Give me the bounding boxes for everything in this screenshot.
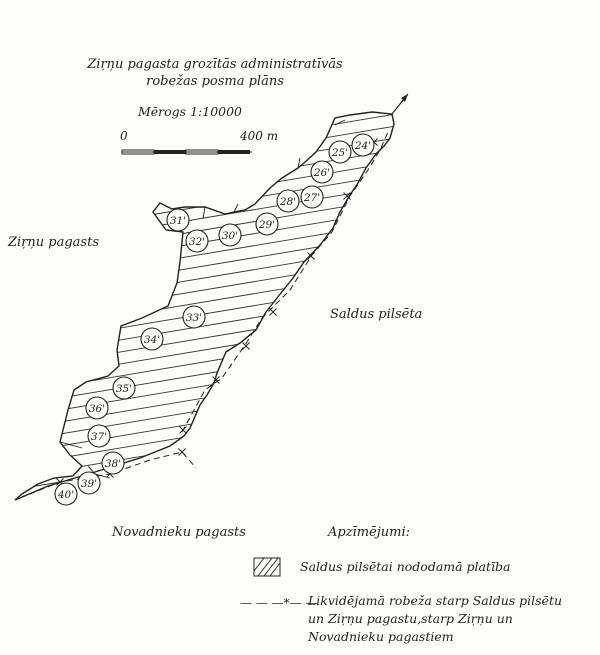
parcel-circle [54, 482, 78, 506]
parcel-circle [276, 189, 300, 213]
parcel-circle [185, 229, 209, 253]
parcel-circle [310, 160, 334, 184]
parcel-circle [351, 133, 375, 157]
parcel-divisions [59, 119, 346, 479]
parcel-circle [255, 212, 279, 236]
boundary-cross-mark [269, 308, 277, 316]
legend-line-text-1: Likvidējamā robeža starp Saldus pilsētu [307, 593, 562, 608]
parcel-number: 39' [81, 478, 97, 490]
label-novadnieku-pagasts: Novadnieku pagasts [111, 525, 246, 540]
parcel-circle [101, 451, 125, 475]
parcel-number: 24' [354, 140, 371, 152]
legend-line-text-3: Novadnieku pagastiem [307, 629, 454, 644]
parcel-markers: 24' 25'26' 27' 28' 29' 30' 31'32' 33' 34' 35' 36' 3… [54, 133, 375, 506]
legend-hatched-area-text: Saldus pilsētai nododamā platība [300, 559, 510, 574]
scale-bar [121, 149, 252, 155]
parcel-circle [300, 185, 324, 209]
legend-hatch-swatch [253, 557, 281, 577]
parcel-circle [182, 305, 206, 329]
parcel-circle [166, 208, 190, 232]
parcel-number: 35' [116, 383, 132, 395]
map-title-line1: Ziŗņu pagasta grozītās administratīvās [86, 57, 343, 72]
area-outline [14, 111, 395, 501]
parcel-number: 31' [170, 215, 186, 227]
boundary-cross-mark [343, 192, 351, 200]
parcel-circle [87, 424, 111, 448]
legend-line-text-2: un Ziŗņu pagastu,starp Ziŗņu un [308, 611, 513, 626]
parcel-number: 26' [313, 167, 330, 179]
boundary-cross-mark [56, 478, 64, 486]
parcel-number: 40' [57, 489, 74, 501]
parcel-circle [328, 140, 352, 164]
parcel-circle [140, 327, 164, 351]
legend-heading: Apzīmējumi: [327, 525, 410, 540]
parcel-number: 38' [105, 458, 121, 470]
scale-start: 0 [120, 129, 128, 143]
parcel-number: 32' [189, 236, 205, 248]
label-saldus-pilseta: Saldus pilsēta [330, 307, 422, 322]
parcel-number: 30' [222, 230, 238, 242]
label-zirnu-pagasts: Ziŗņu pagasts [7, 235, 99, 250]
parcel-number: 33' [186, 312, 202, 324]
boundary-cross-mark [179, 426, 187, 434]
parcel-circle [85, 396, 109, 420]
boundary-arrow [391, 93, 409, 115]
boundary-cross-mark [307, 252, 315, 260]
parcel-number: 37' [91, 431, 107, 443]
parcel-circle [218, 223, 242, 247]
parcel-number: 29' [258, 219, 275, 231]
scale-label: Mērogs 1:10000 [137, 104, 242, 119]
parcel-number: 36' [89, 403, 105, 415]
parcel-circle [77, 471, 101, 495]
legend-line-symbol: — — —*— — [240, 596, 317, 610]
boundary-cross-mark [242, 342, 250, 350]
map-title-line2: robežas posma plāns [146, 74, 284, 89]
parcel-number: 25' [331, 147, 348, 159]
parcel-number: 34' [144, 334, 160, 346]
parcel-circle [112, 376, 136, 400]
parcel-number: 28' [279, 196, 296, 208]
boundary-cross-mark [212, 376, 220, 384]
boundary-cross-mark [178, 448, 186, 456]
scale-end: 400 m [239, 129, 278, 143]
parcel-number: 27' [303, 192, 320, 204]
